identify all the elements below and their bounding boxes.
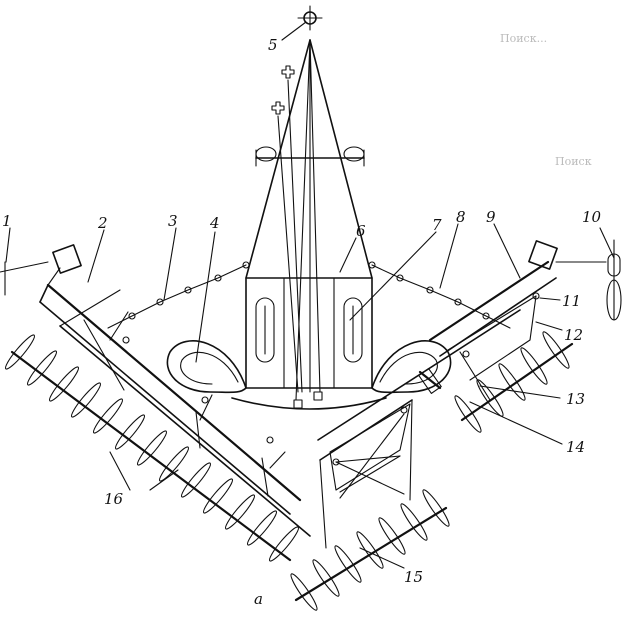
- chain-fitting-lower: [271, 101, 299, 393]
- label-6: 6: [356, 222, 366, 240]
- label-15: 15: [404, 568, 423, 586]
- label-5: 5: [268, 36, 278, 54]
- left-rear-frame: [59, 289, 311, 537]
- bleed-text-1: Поиск...: [500, 32, 547, 45]
- right-wing-frame: [428, 239, 622, 381]
- label-16: 16: [104, 490, 124, 508]
- label-1: 1: [2, 212, 12, 230]
- hitch-point: [297, 5, 323, 31]
- right-rear-frame: [317, 295, 537, 441]
- central-body: [231, 277, 387, 410]
- right-chain: [368, 261, 511, 329]
- right-disc-gang-rear: [290, 489, 450, 611]
- left-wing-frame: [0, 244, 302, 515]
- bleed-text-2: Поиск: [555, 155, 592, 168]
- label-14: 14: [566, 438, 585, 456]
- drawbar-frame: [245, 39, 373, 401]
- label-12: 12: [564, 326, 583, 344]
- label-13: 13: [566, 390, 585, 408]
- left-chain: [107, 261, 250, 329]
- right-rear-gang: [319, 399, 413, 549]
- label-8: 8: [456, 208, 466, 226]
- label-9: 9: [486, 208, 496, 226]
- chain-fitting-upper: [281, 65, 303, 393]
- front-crossbar: [255, 146, 365, 167]
- figure-caption: а: [254, 590, 263, 608]
- label-2: 2: [97, 214, 108, 232]
- left-curved-guide: [166, 340, 247, 394]
- label-10: 10: [582, 208, 602, 226]
- label-7: 7: [432, 216, 442, 234]
- label-3: 3: [168, 212, 178, 230]
- right-disc-gang-front: [454, 331, 574, 433]
- label-11: 11: [562, 292, 581, 310]
- left-disc-gang: [4, 334, 300, 562]
- leader-lines: [5, 21, 615, 569]
- right-curved-guide: [371, 340, 452, 394]
- label-4: 4: [209, 214, 220, 232]
